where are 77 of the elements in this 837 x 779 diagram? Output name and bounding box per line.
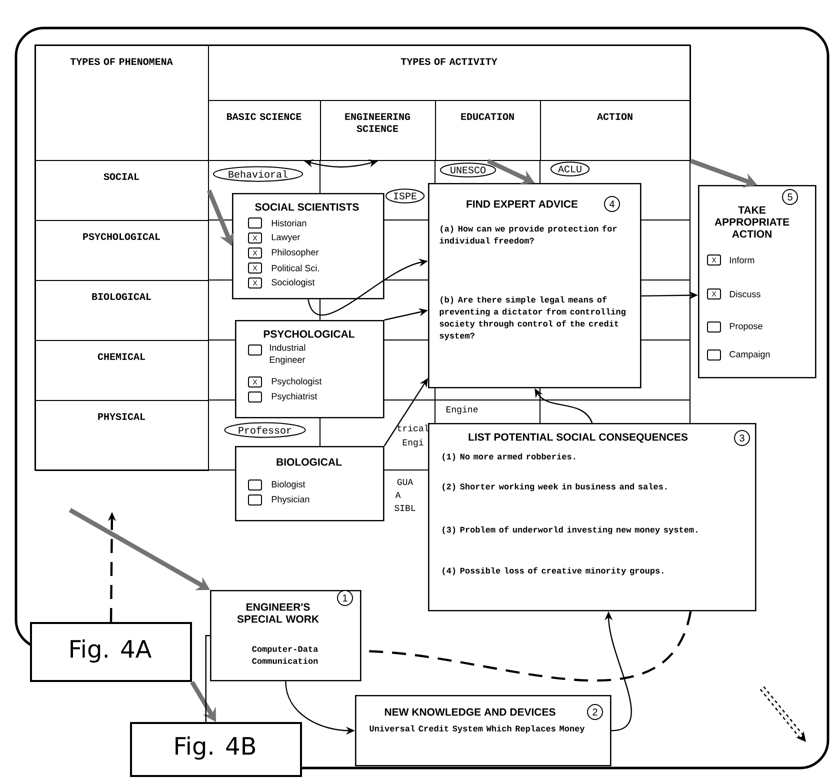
card-text: Campaign (730, 350, 770, 360)
partial-label: trical (398, 424, 429, 432)
table-cell: TYPES OF PHENOMENA (35, 45, 209, 161)
table-cell: TYPES OF ACTIVITY (208, 45, 691, 101)
card-heading: NEW KNOWLEDGE AND DEVICES (384, 708, 556, 716)
step-number: 2 (587, 704, 603, 720)
card-text: Inform (730, 256, 754, 264)
step-number: 4 (604, 196, 620, 212)
figure-label (30, 622, 192, 682)
card-heading: TAKE APPROPRIATE ACTION (714, 206, 790, 238)
card-text: Psychiatrist (272, 392, 318, 402)
table-cell: SOCIAL (35, 160, 209, 221)
card-text: Psychologist (272, 378, 322, 386)
card-heading: ENGINEER'S SPECIAL WORK (237, 603, 319, 623)
card-text: Physician (272, 496, 310, 504)
card-text: (2) Shorter working week in business and sales. (442, 483, 667, 492)
table-cell: PSYCHOLOGICAL (35, 220, 209, 281)
card-text: (b) Are there simple legal means of preventing a dictator from controlling society through control of the credit system? (440, 296, 626, 340)
checkbox (707, 350, 721, 360)
card (428, 183, 642, 388)
card-text: Lawyer (272, 234, 300, 242)
card (355, 695, 612, 766)
table-cell: EDUCATION (435, 100, 541, 161)
oval-label: Professor (224, 422, 306, 438)
card-text: Historian (272, 220, 306, 226)
card-text: Computer-Data Communication (252, 646, 318, 664)
card-text: Universal Credit System Which Replaces Money (370, 725, 585, 734)
card-heading: BIOLOGICAL (276, 458, 342, 466)
table-cell: ENGINEERING SCIENCE (320, 100, 436, 161)
card-heading: SOCIAL SCIENTISTS (255, 203, 359, 211)
card-text: Propose (730, 322, 762, 332)
table-cell: PHYSICAL (35, 400, 209, 471)
step-number: 5 (782, 189, 798, 205)
card-text: (a) How can we provide protection for individual freedom? (440, 225, 617, 244)
card (428, 423, 756, 612)
oval-label: ISPE (385, 188, 425, 204)
card-text: (1) No more armed robberies. (442, 453, 575, 462)
figure-label (130, 722, 302, 777)
table-cell: CHEMICAL (35, 340, 209, 401)
card-text: Political Sci. (272, 264, 319, 272)
connector-line (205, 635, 210, 722)
figure-caption: Fig. 4A (70, 639, 152, 663)
card-text: Discuss (730, 290, 760, 298)
card (698, 185, 816, 378)
card-text: (4) Possible loss of creative minority groups. (442, 567, 664, 576)
figure-caption: Fig. 4B (176, 736, 256, 760)
partial-label: Engine (446, 406, 478, 414)
card-text: Biologist (272, 480, 306, 490)
checkbox (248, 392, 262, 402)
card-text: Sociologist (272, 278, 315, 288)
partial-label: GUA (397, 478, 414, 486)
card-heading: PSYCHOLOGICAL (264, 330, 354, 338)
card-text: (3) Problem of underworld investing new money system. (442, 526, 698, 534)
table-cell: BIOLOGICAL (35, 280, 209, 341)
card (210, 590, 362, 682)
card (235, 320, 384, 418)
card-heading: FIND EXPERT ADVICE (466, 200, 578, 208)
card-text: Industrial Engineer (270, 344, 306, 365)
checkbox (248, 480, 262, 490)
checkbox (248, 494, 262, 506)
oval-label: UNESCO (440, 162, 496, 178)
oval-label: ACLU (550, 162, 590, 176)
card-heading: LIST POTENTIAL SOCIAL CONSEQUENCES (468, 433, 688, 443)
step-number: 1 (337, 590, 353, 606)
step-number: 3 (734, 430, 750, 446)
card (235, 446, 384, 522)
partial-label: A (395, 492, 401, 498)
card-text: Philosopher (272, 248, 319, 258)
table-cell: BASIC SCIENCE (208, 100, 321, 161)
checkbox (707, 322, 721, 332)
card (232, 193, 384, 300)
partial-label: Engi (402, 438, 424, 448)
oval-label: Behavioral (212, 166, 304, 182)
checkbox (248, 218, 262, 228)
table-cell: ACTION (540, 100, 691, 161)
checkbox (248, 344, 262, 356)
partial-label: SIBL (394, 504, 416, 512)
